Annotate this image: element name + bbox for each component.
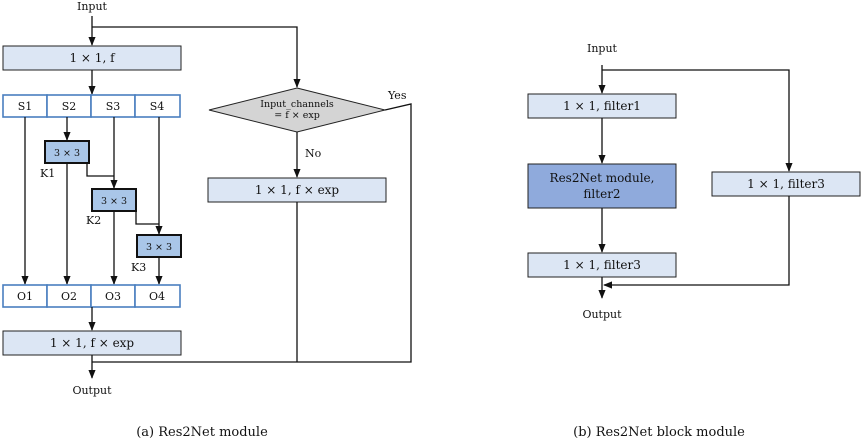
input-to-decision-connector: [92, 26, 301, 88]
yes-branch-connector: [92, 103, 412, 363]
k3-conv-box: [136, 234, 182, 258]
k3-conv-label: 3 × 3: [146, 242, 172, 253]
left-caption: (a) Res2Net module: [136, 425, 268, 440]
out-o3-label: O3: [105, 290, 121, 303]
conv-1x1-fexp-box: [2, 330, 182, 356]
split-s1-label: S1: [18, 100, 33, 113]
res2net-block-diagram: Input 1 × 1, filter1 Res2Net module, fil…: [527, 42, 861, 440]
shortcut-conv-label: 1 × 1, f × exp: [255, 183, 340, 197]
k2-conv-box: [91, 188, 137, 212]
out-o1-label: O1: [17, 290, 33, 303]
k1-conv-label: 3 × 3: [54, 148, 80, 159]
left-input-label: Input: [77, 0, 108, 13]
input-to-side-connector: [602, 69, 793, 172]
res2net-module-diagram: Input 1 × 1, f S1 S2 S3 S4 3: [2, 0, 412, 440]
out-o4-label: O4: [149, 290, 165, 303]
k2-name-label: K2: [86, 214, 101, 227]
res2net-module-line1: Res2Net module,: [550, 171, 655, 185]
decision-line2-label: = f × exp: [274, 110, 320, 121]
k2-conv-label: 3 × 3: [101, 196, 127, 207]
no-label: No: [305, 147, 322, 160]
output-row: O1 O2 O3 O4: [2, 284, 181, 308]
yes-label: Yes: [387, 89, 407, 102]
split-row: S1 S2 S3 S4: [2, 94, 181, 118]
right-output-label: Output: [582, 308, 622, 321]
right-input-label: Input: [587, 42, 618, 55]
k1-conv-box: [44, 140, 90, 164]
out-o2-label: O2: [61, 290, 77, 303]
shortcut-conv-box: [207, 177, 387, 203]
split-s3-label: S3: [106, 100, 121, 113]
split-s2-label: S2: [62, 100, 77, 113]
filter3-side-box: [711, 171, 861, 197]
conv-1x1-f-label: 1 × 1, f: [69, 51, 116, 65]
res2net-module-line2: filter2: [583, 187, 620, 201]
k1-to-k2-connector: [86, 152, 114, 177]
left-output-label: Output: [72, 384, 112, 397]
res2net-module-box: [527, 163, 677, 209]
k2-to-k3-connector: [135, 200, 159, 225]
filter3-side-label: 1 × 1, filter3: [747, 177, 825, 191]
decision-line1-label: Input_channels: [260, 99, 334, 110]
filter1-box: [527, 93, 677, 119]
filter3-main-label: 1 × 1, filter3: [563, 258, 641, 272]
right-caption: (b) Res2Net block module: [573, 425, 745, 440]
k1-name-label: K1: [40, 167, 55, 180]
k3-name-label: K3: [131, 261, 146, 274]
side-to-sum-connector: [603, 196, 790, 289]
filter1-label: 1 × 1, filter1: [563, 99, 641, 113]
split-s4-label: S4: [150, 100, 165, 113]
conv-1x1-f-box: [2, 45, 182, 71]
filter3-main-box: [527, 252, 677, 278]
conv-1x1-fexp-label: 1 × 1, f × exp: [50, 336, 135, 350]
